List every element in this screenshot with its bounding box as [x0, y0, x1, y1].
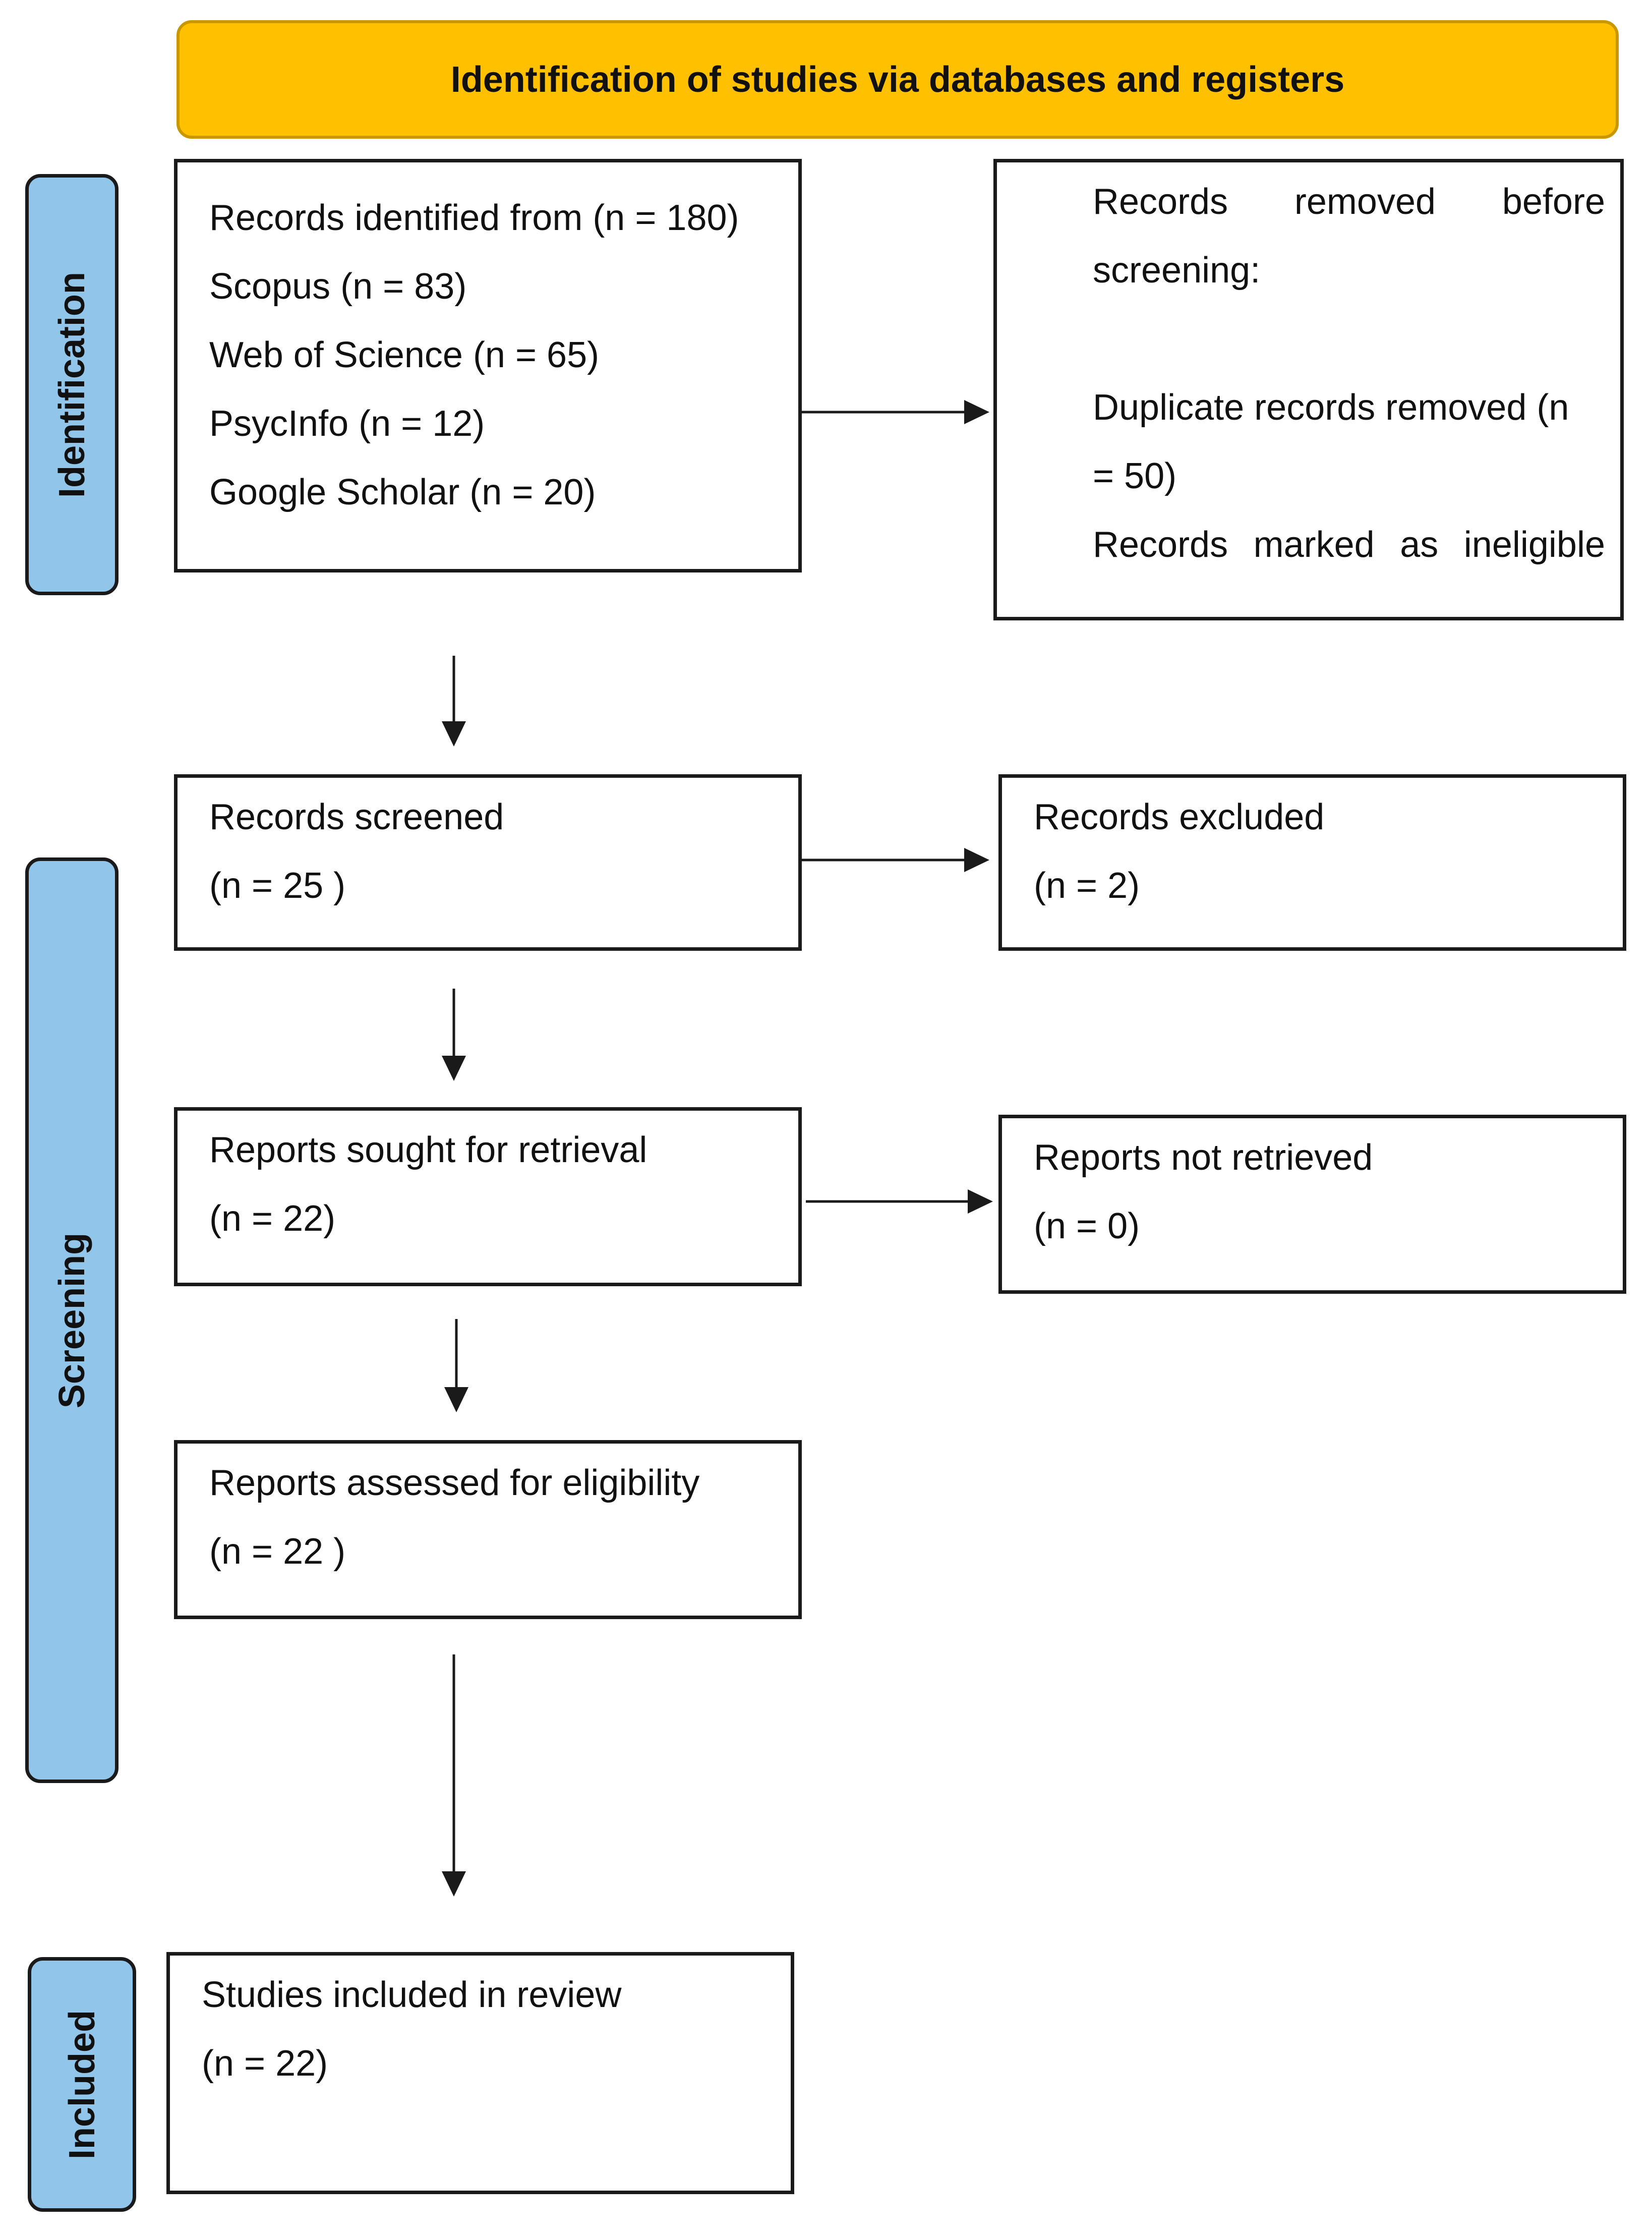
reports-not-retrieved-label: Reports not retrieved [1034, 1137, 1373, 1178]
records-screened-box: Records screened (n = 25 ) [174, 774, 802, 951]
records-excluded-box: Records excluded (n = 2) [998, 774, 1626, 951]
reports-assessed-label: Reports assessed for eligibility [209, 1463, 700, 1503]
records-removed-box: Records removed before screening: Duplic… [993, 159, 1624, 620]
reports-sought-label: Reports sought for retrieval [209, 1130, 647, 1170]
records-identified-wos: Web of Science (n = 65) [209, 335, 600, 375]
records-screened-count: (n = 25 ) [209, 866, 346, 906]
flow-header-title: Identification of studies via databases … [450, 59, 1345, 100]
records-identified-scopus: Scopus (n = 83) [209, 266, 467, 307]
reports-not-retrieved-count: (n = 0) [1034, 1206, 1140, 1246]
phase-identification: Identification [25, 174, 119, 595]
records-identified-line: Records identified from (n = 180) [209, 198, 739, 238]
records-identified-psycinfo: PsycInfo (n = 12) [209, 404, 485, 444]
arrow-identified-to-screened [442, 656, 466, 747]
arrow-assessed-to-included [442, 1654, 466, 1897]
records-removed-heading-cont: screening: [1093, 250, 1261, 291]
phase-screening: Screening [25, 857, 119, 1783]
arrow-identified-to-removed [802, 400, 989, 424]
records-screened-label: Records screened [209, 797, 504, 837]
records-identified-box: Records identified from (n = 180) Scopus… [174, 159, 802, 572]
arrow-sought-to-assessed [444, 1319, 468, 1412]
records-excluded-count: (n = 2) [1034, 866, 1140, 906]
records-removed-duplicates: Duplicate records removed (n [1093, 387, 1569, 428]
records-excluded-label: Records excluded [1034, 797, 1325, 837]
arrow-screened-to-sought [442, 989, 466, 1081]
studies-included-label: Studies included in review [202, 1975, 622, 2015]
reports-sought-count: (n = 22) [209, 1198, 336, 1239]
records-removed-heading: Records removed before [1093, 182, 1605, 222]
records-removed-duplicates-count: = 50) [1093, 456, 1177, 496]
reports-assessed-box: Reports assessed for eligibility (n = 22… [174, 1440, 802, 1619]
reports-not-retrieved-box: Reports not retrieved (n = 0) [998, 1115, 1626, 1294]
records-removed-ineligible: Records marked as ineligible [1093, 525, 1605, 565]
studies-included-count: (n = 22) [202, 2043, 328, 2084]
flow-header: Identification of studies via databases … [176, 20, 1619, 139]
studies-included-box: Studies included in review (n = 22) [166, 1952, 794, 2194]
phase-included: Included [28, 1957, 136, 2212]
reports-sought-box: Reports sought for retrieval (n = 22) [174, 1107, 802, 1286]
reports-assessed-count: (n = 22 ) [209, 1531, 346, 1572]
arrow-sought-to-not-retrieved [806, 1189, 993, 1214]
arrow-screened-to-excluded [802, 848, 989, 872]
records-identified-scholar: Google Scholar (n = 20) [209, 472, 596, 512]
